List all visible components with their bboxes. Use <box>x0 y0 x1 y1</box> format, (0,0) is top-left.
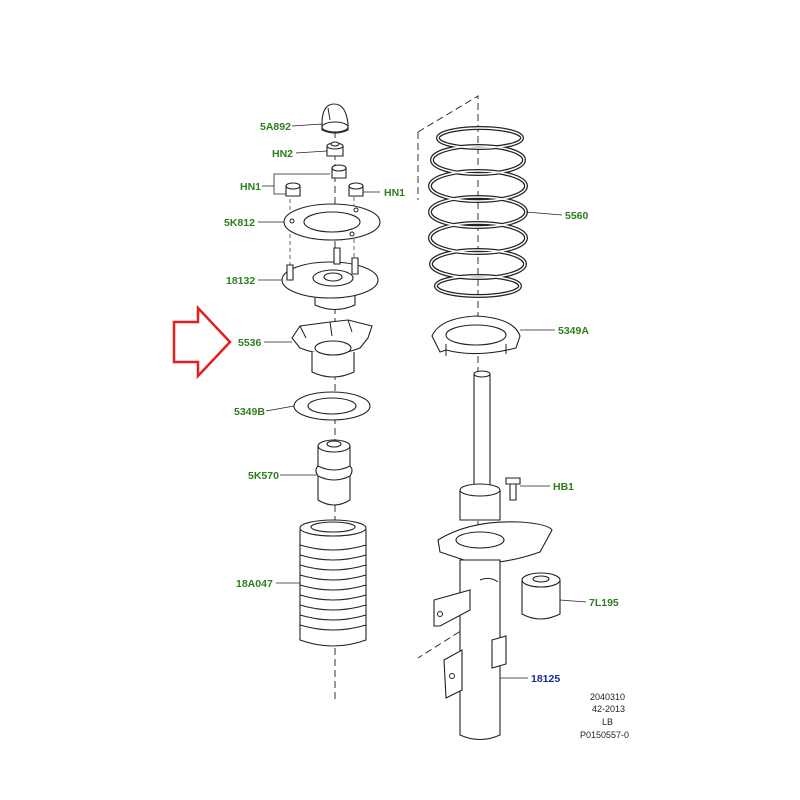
part-7l195-bushing[interactable] <box>521 572 561 620</box>
label-7l195: 7L195 <box>589 597 619 609</box>
label-5536: 5536 <box>238 337 262 349</box>
part-hn1-nut-left[interactable] <box>285 182 301 197</box>
leader-lines <box>258 123 587 679</box>
assembly-boundary <box>417 95 479 659</box>
part-hn1-nut-right[interactable] <box>348 182 364 197</box>
label-hb1: HB1 <box>553 481 574 493</box>
part-18125-strut[interactable] <box>433 370 553 741</box>
label-hn1-right: HN1 <box>384 187 405 199</box>
part-hn2-nut[interactable] <box>326 141 344 157</box>
reference-line-1: 2040310 <box>590 692 625 702</box>
part-5k570-bump-stop[interactable] <box>315 439 353 506</box>
label-hn2: HN2 <box>272 148 293 160</box>
label-18132: 18132 <box>226 275 255 287</box>
label-5560: 5560 <box>565 210 589 222</box>
label-5a892: 5A892 <box>260 121 291 133</box>
label-5349b: 5349B <box>234 406 265 418</box>
part-5k812-plate[interactable] <box>283 203 381 241</box>
part-hn1-nut-center[interactable] <box>331 164 347 179</box>
reference-line-2: 42-2013 <box>592 704 625 714</box>
label-5349a: 5349A <box>558 325 589 337</box>
label-5k812: 5K812 <box>224 217 255 229</box>
part-5560-coil-spring[interactable] <box>428 126 528 298</box>
part-5349a-lower-insulator[interactable] <box>431 315 521 356</box>
label-18125: 18125 <box>531 673 560 685</box>
part-5a892-cap[interactable] <box>321 103 349 134</box>
label-18a047: 18A047 <box>236 578 273 590</box>
reference-line-3: LB <box>602 717 613 727</box>
label-hn1-left: HN1 <box>240 181 261 193</box>
part-5536-spring-seat[interactable] <box>291 319 373 378</box>
part-18a047-dust-boot[interactable] <box>299 519 367 647</box>
part-5349b-insulator[interactable] <box>293 391 371 421</box>
red-outline-arrow-icon <box>172 304 232 380</box>
label-5k570: 5K570 <box>248 470 279 482</box>
reference-line-4: P0150557-0 <box>580 730 629 740</box>
part-hb1-bolt[interactable] <box>505 477 521 501</box>
reference-block: 2040310 42-2013 LB P0150557-0 <box>580 692 629 740</box>
part-18132-top-mount[interactable] <box>281 247 379 311</box>
